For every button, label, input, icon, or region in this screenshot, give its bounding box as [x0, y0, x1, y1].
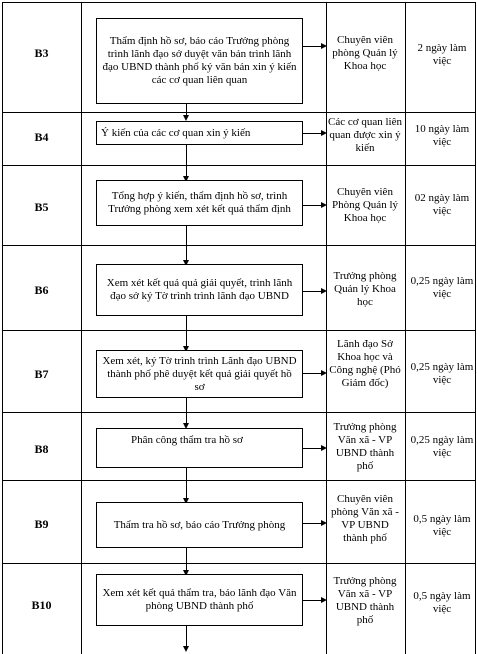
row-divider [2, 412, 475, 413]
step-action-box: Tổng hợp ý kiến, thẩm định hồ sơ, trình … [96, 180, 303, 226]
processing-time: 2 ngày làm việc [417, 42, 467, 67]
step-label: B7 [34, 367, 49, 381]
step-action-box: Xem xét kết quả thẩm tra, báo lãnh đạo V… [96, 574, 303, 626]
processing-time: 0,5 ngày làm việc [413, 513, 471, 538]
step-action-box: Xem xét kết quả quả giải quyết, trình lã… [96, 264, 303, 316]
responsible-party: Chuyên viên Phòng Quản lý Khoa học [332, 186, 398, 224]
step-label: B3 [34, 46, 49, 60]
arrow-down-icon [183, 104, 189, 121]
responsible-party: Các cơ quan liên quan được xin ý kiến [328, 116, 402, 154]
arrow-down-icon [183, 398, 189, 429]
arrow-right-icon [303, 202, 327, 208]
row-divider [2, 112, 475, 113]
step-action-box: Phân công thẩm tra hồ sơ [96, 428, 303, 468]
processing-time: 0,25 ngày làm việc [410, 434, 474, 459]
row-divider [2, 563, 475, 564]
column-divider [326, 2, 327, 654]
arrow-right-icon [303, 520, 327, 526]
arrow-right-icon [303, 130, 327, 136]
row-divider [2, 165, 475, 166]
arrow-down-icon [183, 468, 189, 504]
arrow-right-icon [303, 288, 327, 294]
row-divider [2, 2, 475, 3]
step-label: B4 [34, 130, 49, 144]
responsible-party: Trưởng phòng Quản lý Khoa học [333, 270, 397, 308]
step-action-box: Thẩm tra hồ sơ, báo cáo Trưởng phòng [96, 502, 303, 548]
row-divider [2, 480, 475, 481]
step-label: B6 [34, 283, 49, 297]
step-label: B5 [34, 200, 49, 214]
arrow-down-icon [183, 226, 189, 266]
responsible-party: Chuyên viên phòng Văn xã - VP UBND thành… [331, 493, 399, 544]
row-divider [2, 330, 475, 331]
arrow-down-icon [183, 316, 189, 352]
row-divider [2, 245, 475, 246]
arrow-right-icon [303, 445, 327, 451]
arrow-right-icon [303, 597, 327, 603]
arrow-right-icon [303, 370, 327, 376]
processing-time: 0,25 ngày làm việc [410, 275, 474, 300]
responsible-party: Lãnh đạo Sở Khoa học và Công nghệ (Phó G… [329, 338, 401, 389]
responsible-party: Trưởng phòng Văn xã - VP UBND thành phố [333, 575, 397, 626]
arrow-down-icon [183, 548, 189, 576]
step-label: B8 [34, 442, 49, 456]
arrow-down-icon [183, 626, 189, 652]
column-divider [2, 2, 3, 654]
step-action-box: Ý kiến của các cơ quan xin ý kiến [96, 121, 303, 145]
processing-time: 0,5 ngày làm việc [413, 590, 471, 615]
column-divider [405, 2, 406, 654]
step-action-box: Xem xét, ký Tờ trình trình Lãnh đạo UBND… [96, 350, 303, 398]
processing-time: 02 ngày làm việc [414, 192, 470, 217]
responsible-party: Trưởng phòng Văn xã - VP UBND thành phố [333, 421, 397, 472]
arrow-right-icon [303, 43, 327, 49]
processing-time: 0,25 ngày làm việc [410, 361, 474, 386]
responsible-party: Chuyên viên phòng Quản lý Khoa học [332, 34, 398, 72]
column-divider [81, 2, 82, 654]
step-label: B10 [31, 598, 52, 612]
arrow-down-icon [183, 145, 189, 182]
step-action-box: Thẩm định hồ sơ, báo cáo Trưởng phòng tr… [96, 18, 303, 104]
column-divider [475, 2, 476, 654]
step-label: B9 [34, 517, 49, 531]
processing-time: 10 ngày làm việc [414, 123, 470, 148]
